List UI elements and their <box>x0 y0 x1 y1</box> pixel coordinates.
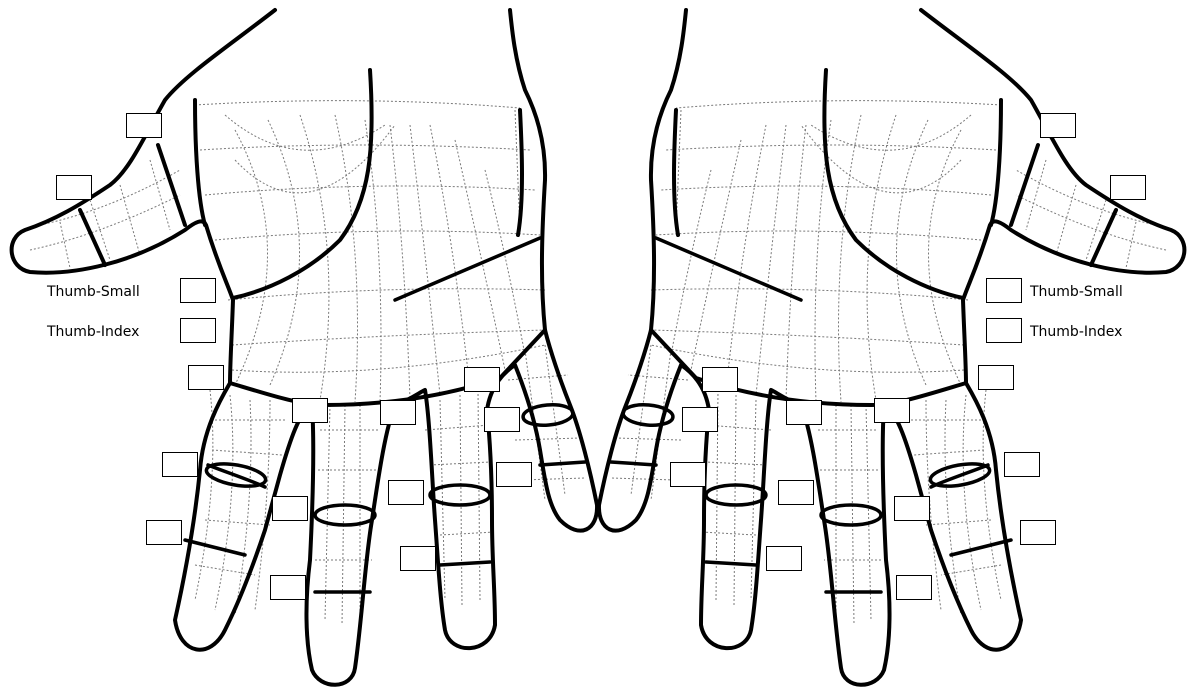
left-thumb-index-input[interactable] <box>180 318 216 343</box>
right-thumb-joint-input[interactable] <box>1110 175 1146 200</box>
right-index-tip-input[interactable] <box>1020 520 1056 545</box>
right-thumb-small-label: Thumb-Small <box>1030 283 1123 301</box>
left-middle-tip-input[interactable] <box>270 575 306 600</box>
left-index-mid-input[interactable] <box>162 452 198 477</box>
left-ring-tip-input[interactable] <box>400 546 436 571</box>
left-middle-base-input[interactable] <box>292 398 328 423</box>
left-index-base-input[interactable] <box>188 365 224 390</box>
right-ring-mid-input[interactable] <box>778 480 814 505</box>
left-little-tip-input[interactable] <box>496 462 532 487</box>
left-ring-mid-input[interactable] <box>388 480 424 505</box>
left-ring-base-input[interactable] <box>380 400 416 425</box>
left-thumb-small-label: Thumb-Small <box>47 283 140 301</box>
right-little-base-input[interactable] <box>702 367 738 392</box>
left-palm-grid <box>30 101 585 625</box>
right-index-mid-input[interactable] <box>1004 452 1040 477</box>
left-thumb-small-input[interactable] <box>180 278 216 303</box>
right-thumb-index-label: Thumb-Index <box>1030 323 1122 341</box>
left-little-base-input[interactable] <box>464 367 500 392</box>
right-thumb-tip-input[interactable] <box>1040 113 1076 138</box>
right-thumb-index-input[interactable] <box>986 318 1022 343</box>
right-little-tip-input[interactable] <box>670 462 706 487</box>
right-hand <box>599 10 1184 685</box>
right-little-mid-input[interactable] <box>682 407 718 432</box>
left-index-tip-input[interactable] <box>146 520 182 545</box>
left-thumb-tip-input[interactable] <box>126 113 162 138</box>
right-middle-tip-input[interactable] <box>896 575 932 600</box>
right-index-base-input[interactable] <box>978 365 1014 390</box>
right-thumb-small-input[interactable] <box>986 278 1022 303</box>
left-thumb-joint-input[interactable] <box>56 175 92 200</box>
right-middle-mid-input[interactable] <box>894 496 930 521</box>
left-middle-mid-input[interactable] <box>272 496 308 521</box>
left-thumb-index-label: Thumb-Index <box>47 323 139 341</box>
right-ring-base-input[interactable] <box>786 400 822 425</box>
right-palm-grid <box>611 101 1166 625</box>
right-ring-tip-input[interactable] <box>766 546 802 571</box>
right-hand-outline <box>599 10 1184 685</box>
left-little-mid-input[interactable] <box>484 407 520 432</box>
right-middle-base-input[interactable] <box>874 398 910 423</box>
